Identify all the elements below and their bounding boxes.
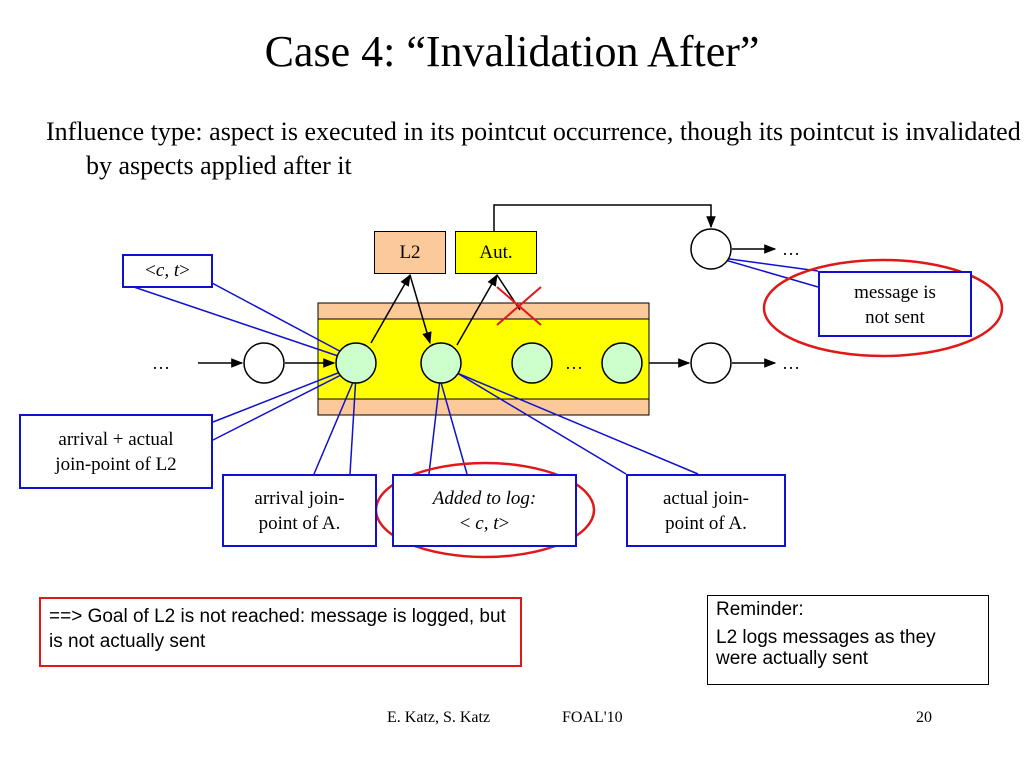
footer-venue: FOAL'10	[562, 709, 623, 726]
goal-note: ==> Goal of L2 is not reached: message i…	[39, 597, 522, 667]
reminder-body: L2 logs messages as they were actually s…	[716, 627, 936, 669]
actual-a-line-2: point of A.	[665, 513, 747, 534]
actual-a-line-1: actual join-	[663, 488, 749, 509]
callout-arrival-a: arrival join- point of A.	[222, 474, 377, 547]
ct-prefix: <	[145, 260, 156, 281]
callout-added-to-log: Added to log: < c, t>	[392, 474, 577, 547]
ellipsis-top: …	[782, 239, 800, 259]
added-ct: < c, t>	[459, 513, 510, 534]
aspect-l2-box: L2	[374, 231, 446, 274]
node-input	[243, 342, 285, 384]
node-output	[690, 342, 732, 384]
arrival-a-line-1: arrival join-	[254, 488, 345, 509]
reminder-title: Reminder:	[716, 599, 804, 620]
added-to-log-label: Added to log:	[432, 488, 537, 509]
arrival-actual-line-1: arrival + actual	[58, 429, 174, 450]
slide-title: Case 4: “Invalidation After”	[264, 27, 760, 76]
node-a-actual	[420, 342, 462, 384]
reminder-note: Reminder: L2 logs messages as they were …	[707, 595, 989, 685]
not-sent-line-2: not sent	[865, 307, 925, 328]
node-send	[690, 228, 732, 270]
ct-suffix: >	[179, 260, 190, 281]
aspect-aut-box: Aut.	[455, 231, 537, 274]
footer-authors: E. Katz, S. Katz	[387, 709, 491, 726]
ellipsis-right: …	[782, 353, 800, 373]
footer-page-number: 20	[916, 709, 932, 726]
callout-actual-a: actual join- point of A.	[626, 474, 786, 547]
highlight-not-sent	[762, 258, 1004, 358]
callout-ct: <c, t>	[122, 254, 213, 288]
arrival-a-line-2: point of A.	[258, 513, 341, 534]
ellipsis-left: …	[152, 353, 170, 373]
node-middle	[511, 342, 553, 384]
arrival-actual-line-2: join-point of L2	[55, 454, 177, 475]
ct-vars: c, t	[155, 260, 180, 281]
callout-arrival-actual-l2: arrival + actual join-point of L2	[19, 414, 213, 489]
influence-type-text: Influence type: aspect is executed in it…	[46, 117, 1021, 180]
node-l2-joinpoint	[335, 342, 377, 384]
not-sent-line-1: message is	[854, 282, 936, 303]
callout-message-not-sent: message is not sent	[818, 271, 972, 337]
node-last-base	[601, 342, 643, 384]
ellipsis-middle: …	[565, 353, 583, 373]
